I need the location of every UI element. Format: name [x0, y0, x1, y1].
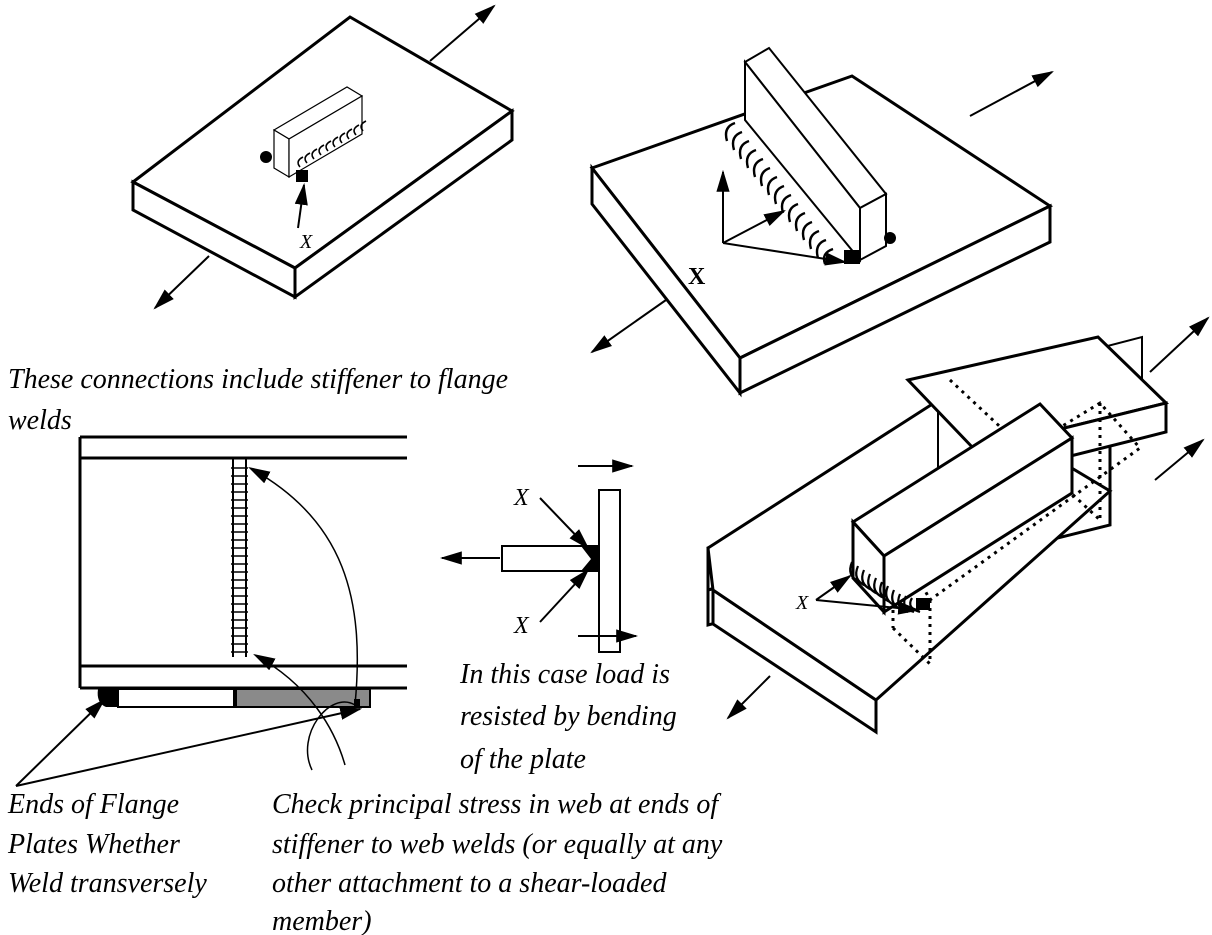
label-x-tee-lower: X: [513, 613, 530, 639]
web-stiffener: [231, 458, 248, 657]
tee-joint: X X In this case load is resisted by ben…: [439, 459, 677, 775]
weld-bead-lap: [849, 561, 921, 614]
caption-web-check-line1: Check principal stress in web at ends of: [272, 789, 721, 820]
caption-bending-line1: In this case load is: [459, 659, 670, 690]
label-x-topright: X: [688, 264, 706, 290]
caption-stiffener-line2: welds: [8, 405, 72, 436]
plate-with-longitudinal-attachment: X: [589, 46, 1054, 398]
caption-web-check-line3: other attachment to a shear-loaded: [272, 868, 667, 899]
weld-bead-topleft: [297, 120, 367, 168]
plate-with-attachment-topleft: X: [130, 4, 515, 310]
caption-bending-line3: of the plate: [460, 744, 586, 775]
tee-plate: [598, 489, 621, 653]
attached-block: [850, 402, 1075, 616]
caption-flange-ends-line1: Ends of Flange: [7, 789, 179, 820]
lap-joint-assembly: X: [706, 316, 1210, 735]
flange-plate-left: [117, 688, 235, 708]
caption-web-check-line2: stiffener to web welds (or equally at an…: [272, 829, 723, 860]
flange-plate-right: [235, 688, 371, 708]
label-x-topleft: X: [299, 231, 313, 253]
attachment-block: [272, 86, 364, 179]
label-x-lap: X: [795, 592, 809, 614]
weld-bead-topright: [724, 121, 834, 265]
caption-stiffener-line1: These connections include stiffener to f…: [8, 364, 508, 395]
caption-web-check-line4: member): [272, 906, 372, 935]
longitudinal-attachment: [743, 46, 888, 263]
caption-flange-ends-line2: Plates Whether: [7, 829, 180, 860]
beam-elevation: [15, 435, 407, 787]
caption-flange-ends-line3: Weld transversely: [8, 868, 207, 899]
caption-bending-line2: resisted by bending: [460, 701, 677, 732]
label-x-tee-upper: X: [513, 485, 530, 511]
